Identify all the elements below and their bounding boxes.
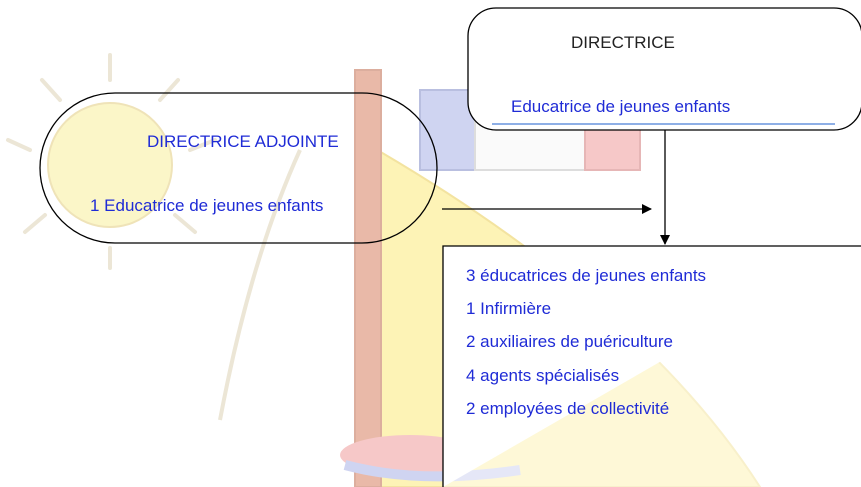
adjointe-subtitle: 1 Educatrice de jeunes enfants: [90, 196, 324, 215]
directrice-subtitle: Educatrice de jeunes enfants: [511, 97, 731, 116]
team-item-employees: 2 employées de collectivité: [466, 399, 670, 418]
directrice-adjointe-ellipse: [39, 92, 438, 244]
team-item-agents: 4 agents spécialisés: [466, 366, 620, 385]
adjointe-title: DIRECTRICE ADJOINTE: [147, 132, 339, 151]
team-item-auxiliaires: 2 auxiliaires de puériculture: [466, 332, 673, 351]
team-item-infirmiere: 1 Infirmière: [466, 299, 552, 318]
directrice-title: DIRECTRICE: [571, 33, 675, 52]
sun-icon: [6, 53, 217, 270]
team-box: [442, 245, 861, 487]
team-item-educatrices: 3 éducatrices de jeunes enfants: [466, 266, 707, 285]
